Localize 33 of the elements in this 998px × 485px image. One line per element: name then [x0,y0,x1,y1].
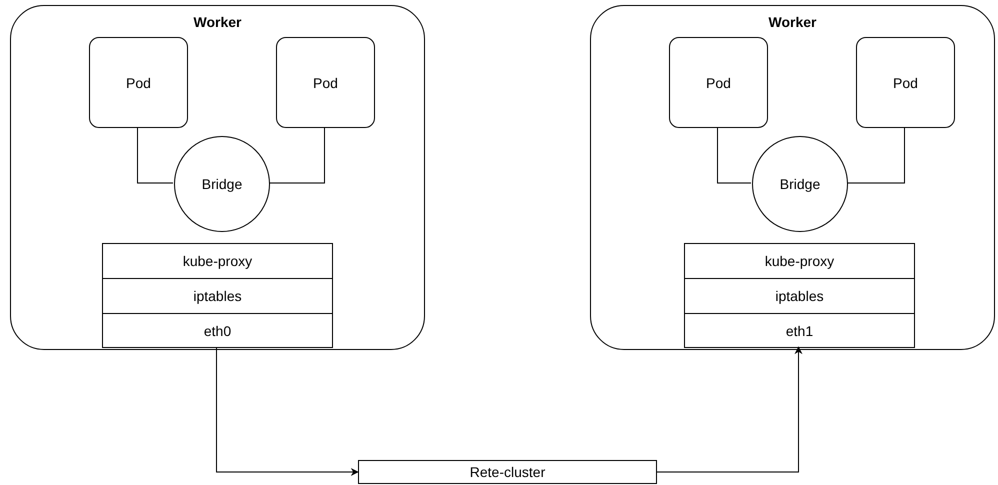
node-label: kube-proxy [182,253,252,269]
node-label: Pod [706,74,731,90]
node-title: Worker [194,14,242,30]
node-title: Worker [768,14,816,30]
pod-box [856,37,955,128]
node-label: iptables [193,288,242,304]
node-label: eth0 [204,322,232,338]
node-label: eth1 [786,322,814,338]
network-box [358,460,657,484]
pod-box [276,37,375,128]
table-row [102,278,333,314]
table-row [684,243,915,279]
table-row [684,278,915,314]
node-label: Bridge [202,176,242,192]
node-label: Pod [893,74,918,90]
pod-box [89,37,188,128]
connector-line [137,126,174,184]
table-row [102,243,333,279]
worker-node-box [590,5,995,350]
table-row [684,313,915,348]
node-label: Bridge [780,176,820,192]
table-row [102,313,333,348]
node-label: Pod [313,74,338,90]
pod-box [669,37,768,128]
worker-node-box [10,5,425,350]
arrow [656,346,802,472]
node-label: Pod [126,74,151,90]
node-label: kube-proxy [764,253,834,269]
connector-line [717,126,752,184]
node-label: Rete-cluster [470,464,546,480]
connector-line [846,126,905,184]
connector-line [268,126,325,184]
node-label: iptables [775,288,824,304]
